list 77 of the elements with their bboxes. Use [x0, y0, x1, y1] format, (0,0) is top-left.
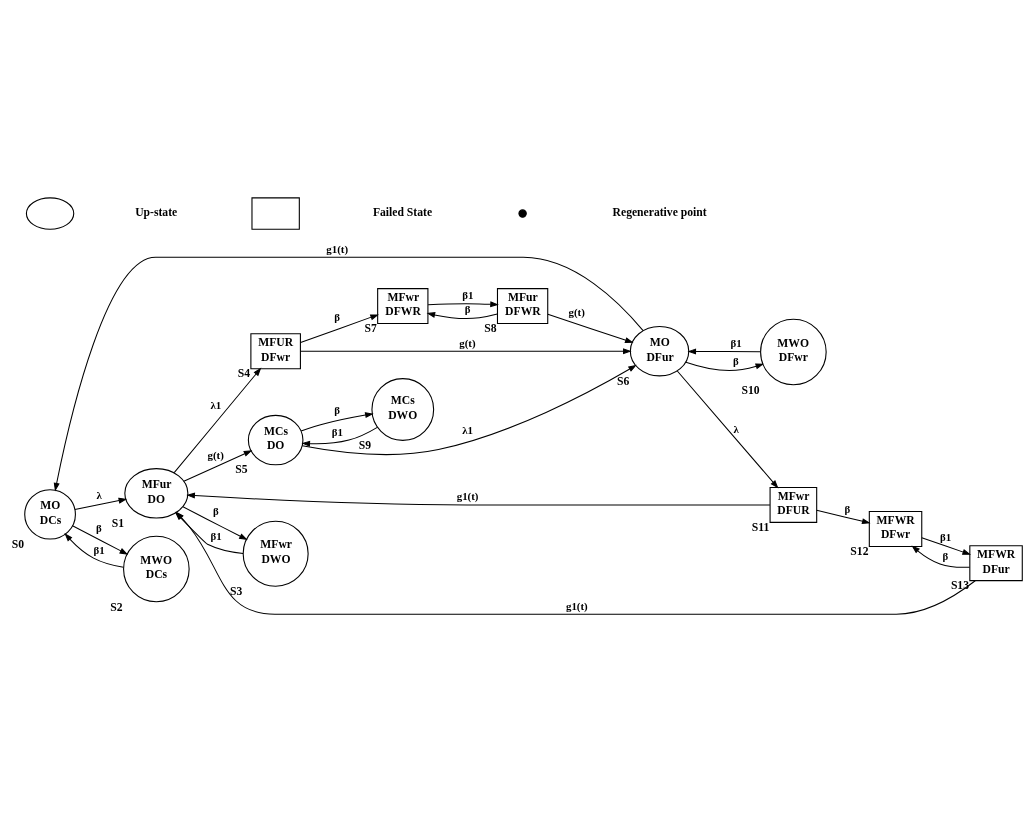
edge-label: g1(t) [456, 489, 479, 502]
arrow [53, 256, 644, 492]
node-label: S9 [358, 439, 372, 452]
node-label: S10 [741, 383, 760, 397]
node-label: S2 [110, 600, 123, 614]
edge-label: β1 [93, 543, 105, 556]
edge-label: g1(t) [565, 599, 588, 612]
node-label: S6 [617, 374, 630, 388]
node-dot [518, 209, 527, 218]
node-circle [25, 197, 75, 230]
arrow [182, 506, 248, 540]
edge-label: λ1 [210, 398, 222, 411]
arrow [300, 412, 374, 432]
edge-label: β1 [939, 530, 952, 543]
arrow [911, 545, 971, 568]
node-label: S1 [111, 516, 125, 530]
edge-label: λ1 [462, 424, 473, 437]
arrow [301, 426, 378, 447]
edge-label: β [334, 403, 341, 416]
edge-label: β [212, 505, 219, 518]
edge-label: β1 [462, 288, 474, 301]
arrow [547, 313, 634, 343]
edge-label: β [96, 521, 102, 534]
edge-label: β [942, 549, 949, 562]
legend-label: Regenerative point [612, 205, 707, 219]
node-box: MFWR DFwr [868, 510, 923, 547]
edge-label: g(t) [207, 449, 224, 462]
edge-label: β [733, 355, 739, 368]
arrow [301, 364, 637, 455]
node-label: S3 [230, 584, 243, 598]
arrow [685, 361, 765, 371]
node-circle: MWO DFwr [760, 318, 827, 386]
edge-label: g1(t) [326, 242, 349, 255]
arrow [427, 301, 499, 308]
node-label: S13 [950, 579, 970, 593]
node-box [251, 197, 300, 230]
node-label: S5 [235, 463, 248, 477]
arrow [183, 450, 253, 482]
node-circle: MCs DWO [371, 378, 435, 441]
edge-label: λ [733, 422, 739, 435]
node-label: S11 [751, 521, 770, 534]
edge-label: β1 [730, 336, 742, 349]
edge-label: g(t) [568, 306, 585, 319]
node-box: MFwr DFWR [377, 288, 429, 325]
edge-label: β [844, 502, 851, 515]
node-circle: MWO DCs [123, 535, 190, 603]
arrow [300, 348, 632, 355]
node-box: MFWR DFur [969, 545, 1023, 582]
arrow [921, 537, 971, 555]
arrow [72, 525, 129, 555]
node-box: MFur DFWR [496, 288, 549, 325]
edge-label: β [334, 311, 341, 324]
node-circle: MFwr DWO [242, 520, 309, 587]
arrow [687, 348, 761, 355]
edge-label: β [464, 303, 471, 316]
arrow [173, 367, 262, 474]
edge-label: β1 [331, 425, 343, 438]
edge-label: g(t) [459, 336, 476, 349]
arrow [74, 497, 128, 511]
node-box: MFUR DFwr [250, 333, 301, 370]
legend-label: Failed State [372, 205, 433, 219]
edge-label: λ [96, 489, 102, 502]
node-circle: MCs DO [247, 414, 304, 466]
arrow [64, 533, 124, 568]
arrow [676, 370, 779, 489]
node-box: MFwr DFUR [769, 486, 818, 523]
node-label: S8 [484, 322, 497, 336]
arrow [300, 314, 379, 344]
arrow [816, 509, 871, 525]
node-label: S0 [11, 537, 25, 551]
node-label: S4 [237, 367, 251, 381]
node-label: S7 [364, 322, 377, 336]
edge-label: β1 [210, 529, 222, 542]
legend-label: Up-state [135, 205, 178, 219]
node-label: S12 [850, 545, 869, 559]
arrow [186, 492, 771, 506]
arrow [426, 312, 498, 320]
